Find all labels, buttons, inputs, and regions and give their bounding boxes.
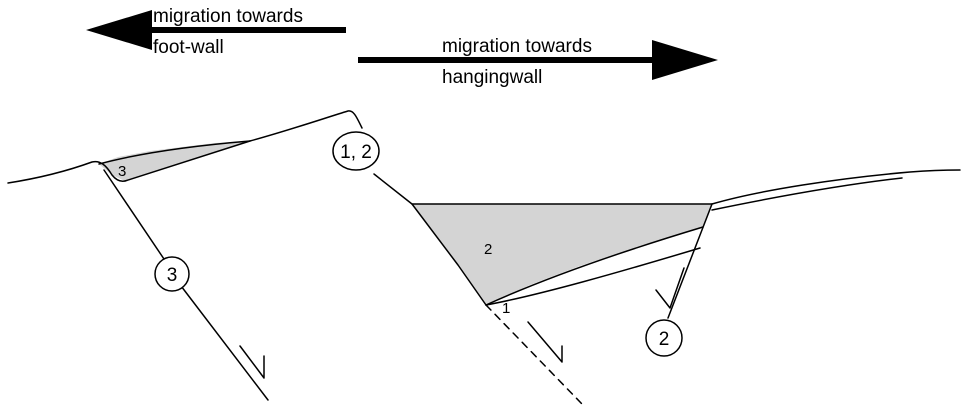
wedge-2-label: 2 [484, 241, 492, 258]
footwall-migration-arrow [86, 10, 346, 50]
left-block-slope [124, 110, 363, 182]
wedge-1-label: 1 [502, 300, 510, 317]
hangingwall-arrowhead [652, 40, 718, 80]
fault-2-circle [645, 319, 683, 357]
fault-12-scarp [373, 173, 487, 306]
fault-1-slip-arrow [527, 321, 563, 363]
fault-3-label: 3 [167, 265, 178, 286]
fault-12-circle [332, 131, 380, 171]
hangingwall-surface-upper [711, 169, 961, 205]
hangingwall-surface-lower [711, 177, 903, 211]
left-block-surface [7, 160, 126, 184]
fault-12-label: 1, 2 [340, 142, 372, 163]
fault-2-slip-arrow [655, 267, 685, 309]
wedge-2-base [485, 226, 704, 306]
wedge-3-fill [99, 141, 250, 181]
hangingwall-migration-arrow [358, 40, 718, 80]
fault-2-trace [667, 203, 713, 319]
fault-1-projection [485, 304, 583, 405]
wedge-2-fill [412, 204, 712, 305]
footwall-arrow-shaft [138, 27, 346, 33]
wedge-1-base [485, 247, 701, 306]
fault-3-slip-arrow [239, 345, 265, 379]
wedge-3-base [98, 140, 251, 165]
hangingwall-arrow-label-line2: hangingwall [442, 67, 542, 88]
footwall-arrowhead [86, 10, 152, 50]
footwall-arrow-label-line2: foot-wall [153, 37, 224, 58]
footwall-arrow-label-line1: migration towards [153, 6, 303, 27]
fault-3-trace [103, 169, 269, 401]
hangingwall-arrow-label-line1: migration towards [442, 36, 592, 57]
fault-3-circle [154, 256, 190, 292]
hangingwall-arrow-shaft [358, 57, 658, 63]
wedge-3-label: 3 [118, 163, 126, 180]
fault-2-label: 2 [659, 329, 670, 350]
